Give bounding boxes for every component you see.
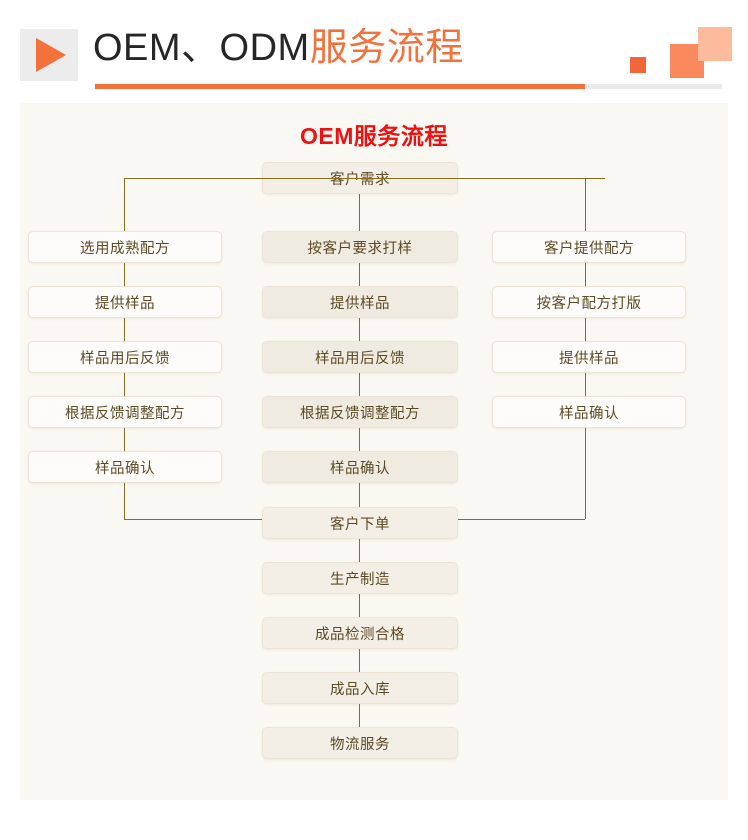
connector-merge-left: [124, 519, 262, 520]
flow-node-tail-3: 成品入库: [262, 672, 458, 704]
play-icon-badge: [20, 29, 78, 81]
decor-square-small: [630, 57, 646, 73]
page-title: OEM、ODM服务流程: [93, 25, 464, 71]
connector-column-left-spine: [124, 231, 125, 519]
flow-node-right-3: 提供样品: [492, 341, 686, 373]
connector-branch-right: [585, 178, 586, 231]
connector-merge-right: [458, 519, 585, 520]
connector-bus-horizontal: [124, 178, 605, 179]
title-underline-track: [95, 84, 722, 89]
connector-branch-left: [124, 178, 125, 231]
flow-node-right-1: 客户提供配方: [492, 231, 686, 263]
flow-node-tail-1: 生产制造: [262, 562, 458, 594]
page-title-accent: 服务流程: [309, 27, 464, 69]
flow-node-tail-4: 物流服务: [262, 727, 458, 759]
title-underline-fill: [95, 84, 585, 89]
flow-node-center-2: 提供样品: [262, 286, 458, 318]
connector-branch-center: [359, 194, 360, 231]
flow-node-right-4: 样品确认: [492, 396, 686, 428]
flow-node-right-2: 按客户配方打版: [492, 286, 686, 318]
connector-column-center-spine: [359, 231, 360, 519]
play-triangle-icon: [36, 38, 66, 72]
flow-node-left-4: 根据反馈调整配方: [28, 396, 222, 428]
flow-node-left-3: 样品用后反馈: [28, 341, 222, 373]
page-title-dark: OEM、ODM: [93, 27, 310, 69]
flow-node-left-5: 样品确认: [28, 451, 222, 483]
flow-node-left-2: 提供样品: [28, 286, 222, 318]
flow-node-center-3: 样品用后反馈: [262, 341, 458, 373]
flow-node-center-5: 样品确认: [262, 451, 458, 483]
flow-node-merge: 客户下单: [262, 507, 458, 539]
flow-node-tail-2: 成品检测合格: [262, 617, 458, 649]
flow-panel: OEM服务流程 客户需求 选用成熟配方 提供样品 样品用后反馈 根据反馈调整配方…: [20, 103, 728, 800]
flow-node-center-1: 按客户要求打样: [262, 231, 458, 263]
flow-diagram-title: OEM服务流程: [300, 123, 448, 149]
page-header: OEM、ODM服务流程: [0, 0, 748, 100]
connector-column-right-spine: [585, 231, 586, 519]
decor-square-large: [698, 27, 732, 61]
flow-node-center-4: 根据反馈调整配方: [262, 396, 458, 428]
flow-node-left-1: 选用成熟配方: [28, 231, 222, 263]
